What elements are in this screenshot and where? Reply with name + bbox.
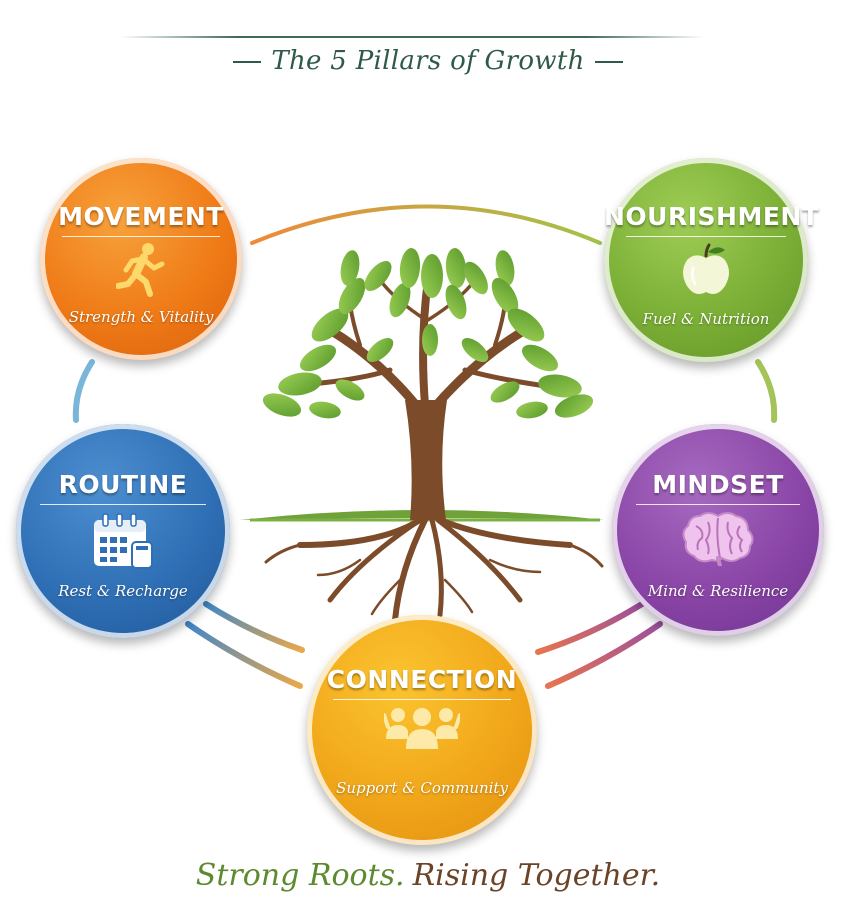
pillar-routine: ROUTINE Rest & Recharge [16,424,230,638]
arc-routine-connection-a [203,601,305,653]
pillar-connection-subtitle: Support & Community [336,779,508,797]
tagline-part1: Strong Roots. [195,858,405,893]
title-dash-left [233,60,262,63]
pillar-connection: CONNECTION Support & Community [307,615,537,845]
pillar-routine-divider [40,504,206,505]
pillar-nourishment-subtitle: Fuel & Nutrition [642,310,770,328]
calendar-icon [94,513,153,569]
pillar-mindset: MINDSET Mind & Resilience [612,424,824,636]
pillar-movement: MOVEMENT Strength & Vitality [40,158,242,360]
pillar-routine-name: ROUTINE [58,470,188,499]
brain-icon [682,512,754,566]
people-group-icon [384,708,460,749]
pillar-movement-subtitle: Strength & Vitality [68,308,214,326]
arc-nourishment-mindset [755,359,778,423]
pillar-mindset-name: MINDSET [652,470,784,499]
running-person-icon [116,243,165,297]
pillar-routine-subtitle: Rest & Recharge [58,582,188,600]
title-dash-right [594,60,623,63]
tagline: Strong Roots.Rising Together. [0,858,856,893]
title-row: The 5 Pillars of Growth [0,46,856,76]
pillar-connection-name: CONNECTION [326,665,518,694]
arc-routine-connection-b [185,621,303,689]
pillar-mindset-subtitle: Mind & Resilience [647,582,789,600]
pillar-nourishment: NOURISHMENT Fuel & Nutrition [604,158,820,362]
pillar-connection-divider [333,699,511,700]
pillar-nourishment-divider [626,236,786,237]
pillar-mindset-divider [636,504,800,505]
tree-icon [240,248,604,623]
pillar-movement-divider [62,236,220,237]
top-divider [120,36,704,38]
page-title: The 5 Pillars of Growth [271,46,585,76]
arc-movement-nourishment [250,204,602,245]
pillar-nourishment-name: NOURISHMENT [604,202,820,231]
arc-mindset-connection-a [535,601,645,655]
apple-icon [683,243,729,294]
arc-movement-routine [72,359,95,423]
pillar-movement-name: MOVEMENT [58,202,224,231]
tagline-part2: Rising Together. [412,858,661,893]
arc-mindset-connection-b [545,621,663,689]
